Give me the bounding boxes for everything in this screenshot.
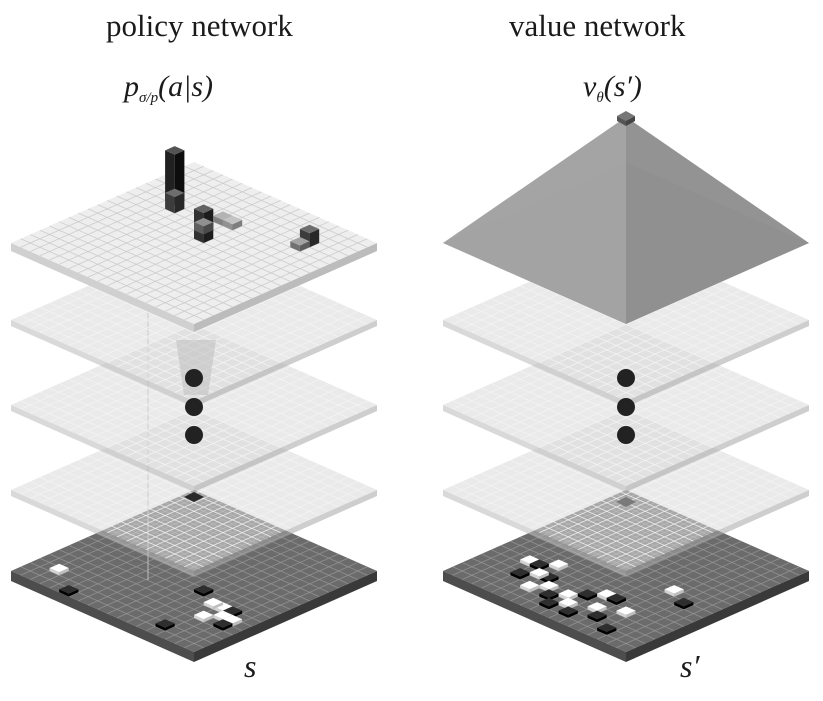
white-stone <box>520 580 540 593</box>
policy-output-plane <box>11 146 377 332</box>
ellipsis-dot <box>185 398 203 416</box>
black-stone <box>587 610 607 623</box>
white-stone <box>548 559 569 571</box>
scalar-output-cell <box>617 116 626 126</box>
black-stone <box>194 585 214 597</box>
black-stone <box>539 597 559 610</box>
black-stone <box>597 623 617 635</box>
black-stone <box>674 597 694 610</box>
probability-bar <box>222 215 243 231</box>
receptive-field-cell <box>616 497 636 507</box>
ellipsis-dot <box>185 426 203 444</box>
pyramid-face <box>626 117 809 324</box>
probability-bar <box>194 217 214 235</box>
value-network-diagram <box>443 111 809 662</box>
value-input-label: s′ <box>680 648 700 684</box>
value-network-title: value network <box>509 8 686 43</box>
white-stone <box>616 606 636 618</box>
scalar-output-cell <box>626 116 635 126</box>
policy-input-label: s <box>244 648 257 684</box>
black-stone <box>155 619 175 631</box>
ellipsis-dot <box>617 398 635 416</box>
ellipsis-dot <box>185 369 203 387</box>
probability-bar <box>165 188 185 214</box>
black-stone <box>606 593 626 606</box>
pyramid-face <box>443 117 626 324</box>
white-stone <box>203 597 223 610</box>
white-stone <box>49 563 69 576</box>
probability-bar <box>290 237 310 252</box>
white-stone <box>529 568 549 580</box>
policy-network-diagram <box>11 146 377 662</box>
black-stone <box>577 589 598 601</box>
white-stone <box>194 610 214 623</box>
ellipsis-dot <box>617 369 635 387</box>
value-output-formula: vθ(s′) <box>583 70 642 106</box>
black-stone <box>510 568 530 580</box>
white-stone <box>664 585 684 597</box>
black-stone <box>59 585 79 597</box>
policy-network-title: policy network <box>106 8 293 43</box>
black-stone <box>213 619 233 631</box>
black-stone <box>558 606 578 618</box>
ellipsis-dot <box>617 426 635 444</box>
receptive-field-cell <box>184 492 204 502</box>
policy-output-formula: pσ/p(a|s) <box>124 70 213 106</box>
